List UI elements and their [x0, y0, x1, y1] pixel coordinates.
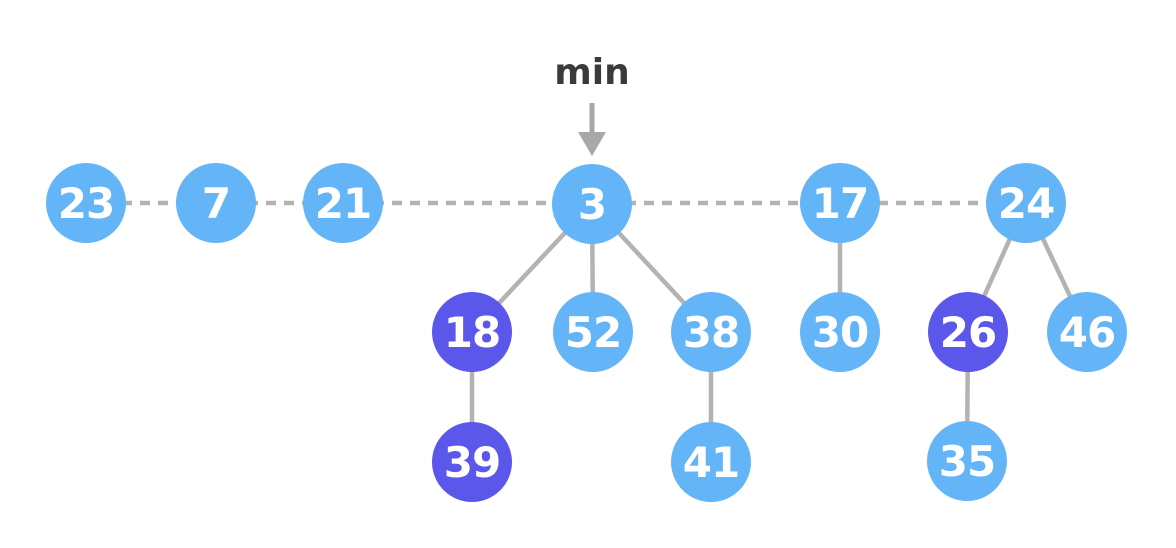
heap-node-23[interactable]: 23	[46, 163, 126, 243]
min-arrow-icon	[578, 103, 606, 156]
heap-node-21[interactable]: 21	[303, 163, 383, 243]
heap-node-24[interactable]: 24	[986, 163, 1066, 243]
heap-node-52[interactable]: 52	[553, 292, 633, 372]
heap-node-7[interactable]: 7	[176, 163, 256, 243]
heap-node-26[interactable]: 26	[928, 292, 1008, 372]
heap-node-39[interactable]: 39	[432, 422, 512, 502]
heap-node-46[interactable]: 46	[1047, 292, 1127, 372]
heap-node-30[interactable]: 30	[800, 292, 880, 372]
heap-node-3[interactable]: 3	[552, 164, 632, 244]
min-pointer-label: min	[554, 52, 630, 93]
heap-node-35[interactable]: 35	[927, 421, 1007, 501]
heap-node-17[interactable]: 17	[800, 163, 880, 243]
heap-node-38[interactable]: 38	[671, 292, 751, 372]
heap-node-41[interactable]: 41	[671, 422, 751, 502]
heap-node-18[interactable]: 18	[432, 292, 512, 372]
